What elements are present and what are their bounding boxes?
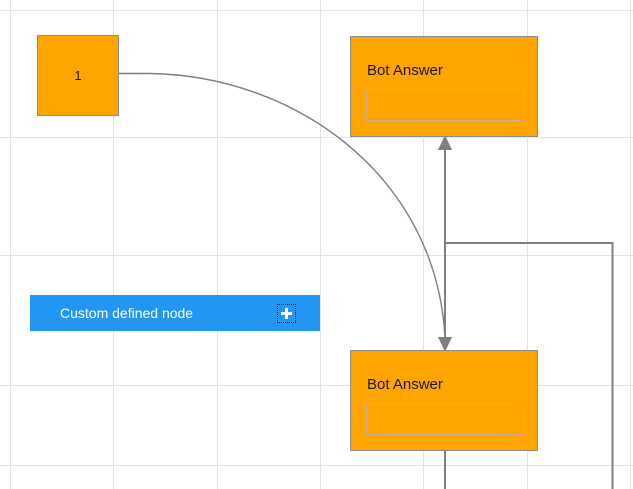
custom-defined-node-label: Custom defined node [60,305,194,321]
flow-node-bot-answer-top-title: Bot Answer [367,62,443,79]
flow-node-bot-answer-bottom[interactable]: Bot Answer [350,350,538,451]
flow-node-1-label: 1 [74,68,82,83]
flow-node-bot-answer-bottom-title: Bot Answer [367,376,443,393]
flow-node-bot-answer-top-slot[interactable] [366,89,524,121]
custom-defined-node-bar[interactable]: Custom defined node [30,295,320,331]
edge-path-curved [119,72,446,339]
up-arrowhead-icon [438,135,452,150]
flow-node-bot-answer-bottom-slot[interactable] [366,403,524,435]
flow-node-1[interactable]: 1 [37,35,119,116]
plus-icon[interactable] [277,303,296,323]
flow-node-bot-answer-top[interactable]: Bot Answer [350,36,538,137]
